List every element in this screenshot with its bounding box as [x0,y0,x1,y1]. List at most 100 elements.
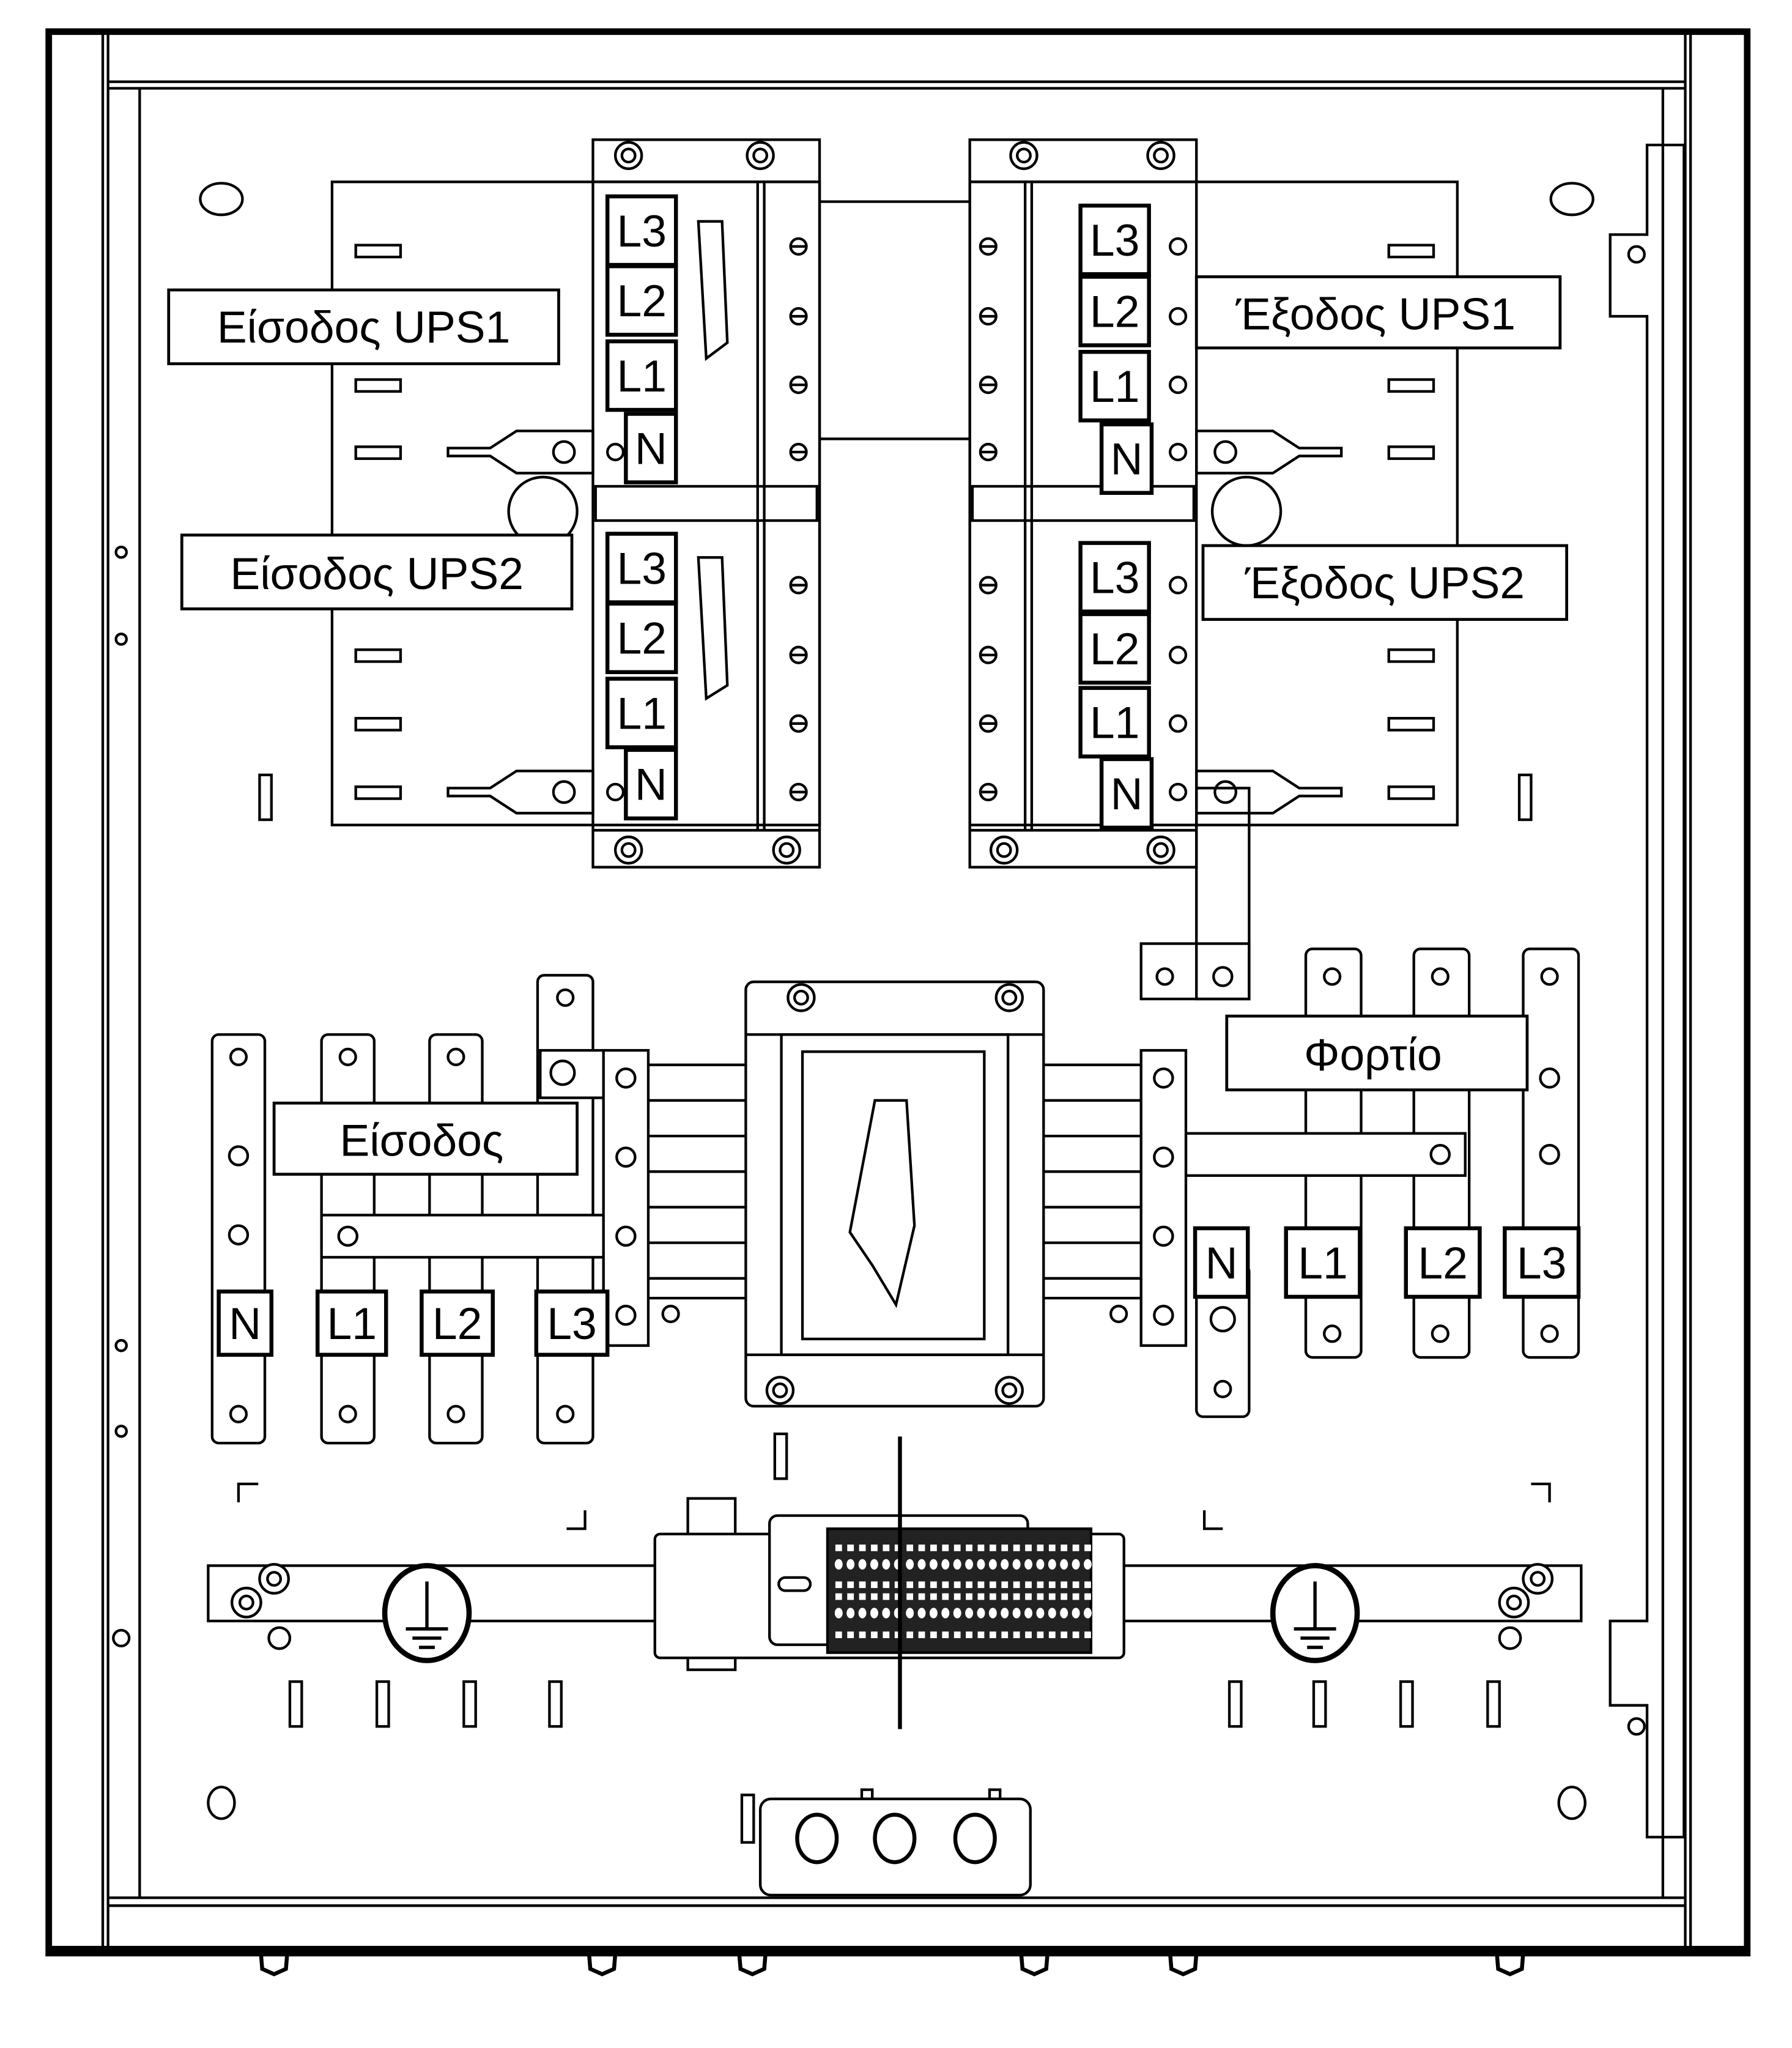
input-busbar-assembly [210,974,608,1445]
screw-icon [1153,1225,1174,1247]
phase-tag-text: N [1111,434,1143,484]
slot [1486,1680,1501,1728]
phase-tag-ups1-output-n: N [1099,422,1154,495]
label-ups1-output-text: Έξοδος UPS1 [1235,289,1516,339]
phase-tag-text: L2 [1090,624,1139,674]
earth-symbol-left [382,1563,472,1663]
phase-tag-text: L3 [616,206,666,256]
phase-tag-ups2-output-l2: L2 [1078,612,1151,685]
phase-tag-main-input-l1: L1 [315,1289,388,1357]
screw-icon [1168,782,1188,801]
clamp-strip [1139,1048,1188,1347]
label-ups1-input-text: Είσοδος UPS1 [217,302,511,352]
phase-tag-ups2-output-n: N [1099,757,1154,830]
phase-tag-ups1-output-l2: L2 [1078,275,1151,347]
phase-tag-load-n: N [1193,1226,1250,1299]
slot [354,445,402,460]
main-changeover-switch [744,980,1045,1408]
phase-tag-main-input-n: N [217,1289,274,1357]
slot [1517,773,1533,822]
enclosure-feet [259,1951,1526,1976]
busbar-leg [210,1033,267,1445]
cable-lug [446,429,594,475]
phase-tag-text: L2 [616,276,666,326]
phase-tag-ups1-output-l1: L1 [1078,350,1151,423]
label-load: Φορτίο [1225,1014,1529,1092]
phase-tag-text: N [1111,769,1143,819]
phase-tag-text: L1 [1090,697,1139,748]
screw-icon [615,1225,637,1247]
corner-marks [237,1482,1551,1530]
phase-tag-text: L2 [616,614,666,664]
screw-icon [1153,1146,1174,1168]
slot [1387,243,1435,259]
slot [288,1680,303,1728]
foot-icon [737,1951,768,1976]
phase-tag-text: N [635,423,667,473]
enclosure-frame [45,28,1751,1957]
phase-tag-text: L1 [327,1299,376,1349]
mounting-slots [258,773,1533,1728]
screw-icon [1168,237,1188,256]
phase-tag-ups1-output-l3: L3 [1078,203,1151,276]
phase-tag-ups2-input-l3: L3 [605,532,678,604]
phase-tag-text: N [1205,1238,1238,1288]
phase-tag-text: L2 [1418,1238,1467,1288]
slot [1387,785,1435,800]
clamp-strip [602,1048,650,1347]
phase-tag-ups2-output-l1: L1 [1078,686,1151,759]
phase-tag-load-l3: L3 [1503,1226,1581,1299]
phase-tag-text: L1 [616,351,666,401]
slot [354,648,402,663]
slot [462,1680,477,1728]
ups-output-switch [968,138,1198,869]
phase-tag-ups1-input-l3: L3 [605,194,678,267]
cable-lug [446,770,594,815]
screw-icon [1168,376,1188,395]
phase-tag-text: L2 [1090,286,1139,336]
phase-tag-text: L1 [616,688,666,738]
phase-tag-text: L3 [616,543,666,593]
phase-tag-ups2-input-l2: L2 [605,601,678,675]
slot [354,717,402,732]
label-ups2-output-text: Έξοδος UPS2 [1245,558,1525,608]
label-ups1-input: Είσοδος UPS1 [167,288,560,366]
phase-tag-text: L3 [1517,1238,1566,1288]
slot [1387,378,1435,393]
switch-link-bars [602,1048,1188,1347]
phase-tag-main-input-l3: L3 [534,1289,610,1357]
slot [354,378,402,393]
earth-symbol-right [1270,1563,1360,1663]
phase-tag-text: L3 [547,1299,596,1349]
cable-gland-plate [740,1788,1032,1897]
foot-icon [1168,1951,1199,1976]
phase-tag-text: N [229,1299,261,1349]
slot [548,1680,563,1728]
cable-lug [1195,429,1343,475]
screw-icon [606,782,625,801]
phase-tag-ups1-input-l2: L2 [605,264,678,337]
screw-icon [1168,714,1188,733]
slot [1387,445,1435,460]
label-ups2-input-text: Είσοδος UPS2 [230,549,524,599]
slot [354,243,402,259]
foot-icon [259,1951,290,1976]
slot [1227,1680,1243,1728]
label-ups1-output: Έξοδος UPS1 [1194,275,1562,350]
phase-tag-ups1-input-n: N [624,412,678,484]
slot [1399,1680,1414,1728]
terminal-block-rail [653,1436,1125,1729]
slot [258,773,273,822]
screw-icon [606,442,625,462]
phase-tag-ups2-input-l1: L1 [605,677,678,749]
foot-icon [1019,1951,1050,1976]
label-ups2-input: Είσοδος UPS2 [180,533,574,610]
cable-lug [1195,770,1343,815]
slot [773,1432,788,1480]
label-load-text: Φορτίο [1304,1030,1442,1080]
phase-tag-load-l2: L2 [1404,1226,1482,1299]
slot [1387,648,1435,663]
screw-icon [1168,576,1188,595]
